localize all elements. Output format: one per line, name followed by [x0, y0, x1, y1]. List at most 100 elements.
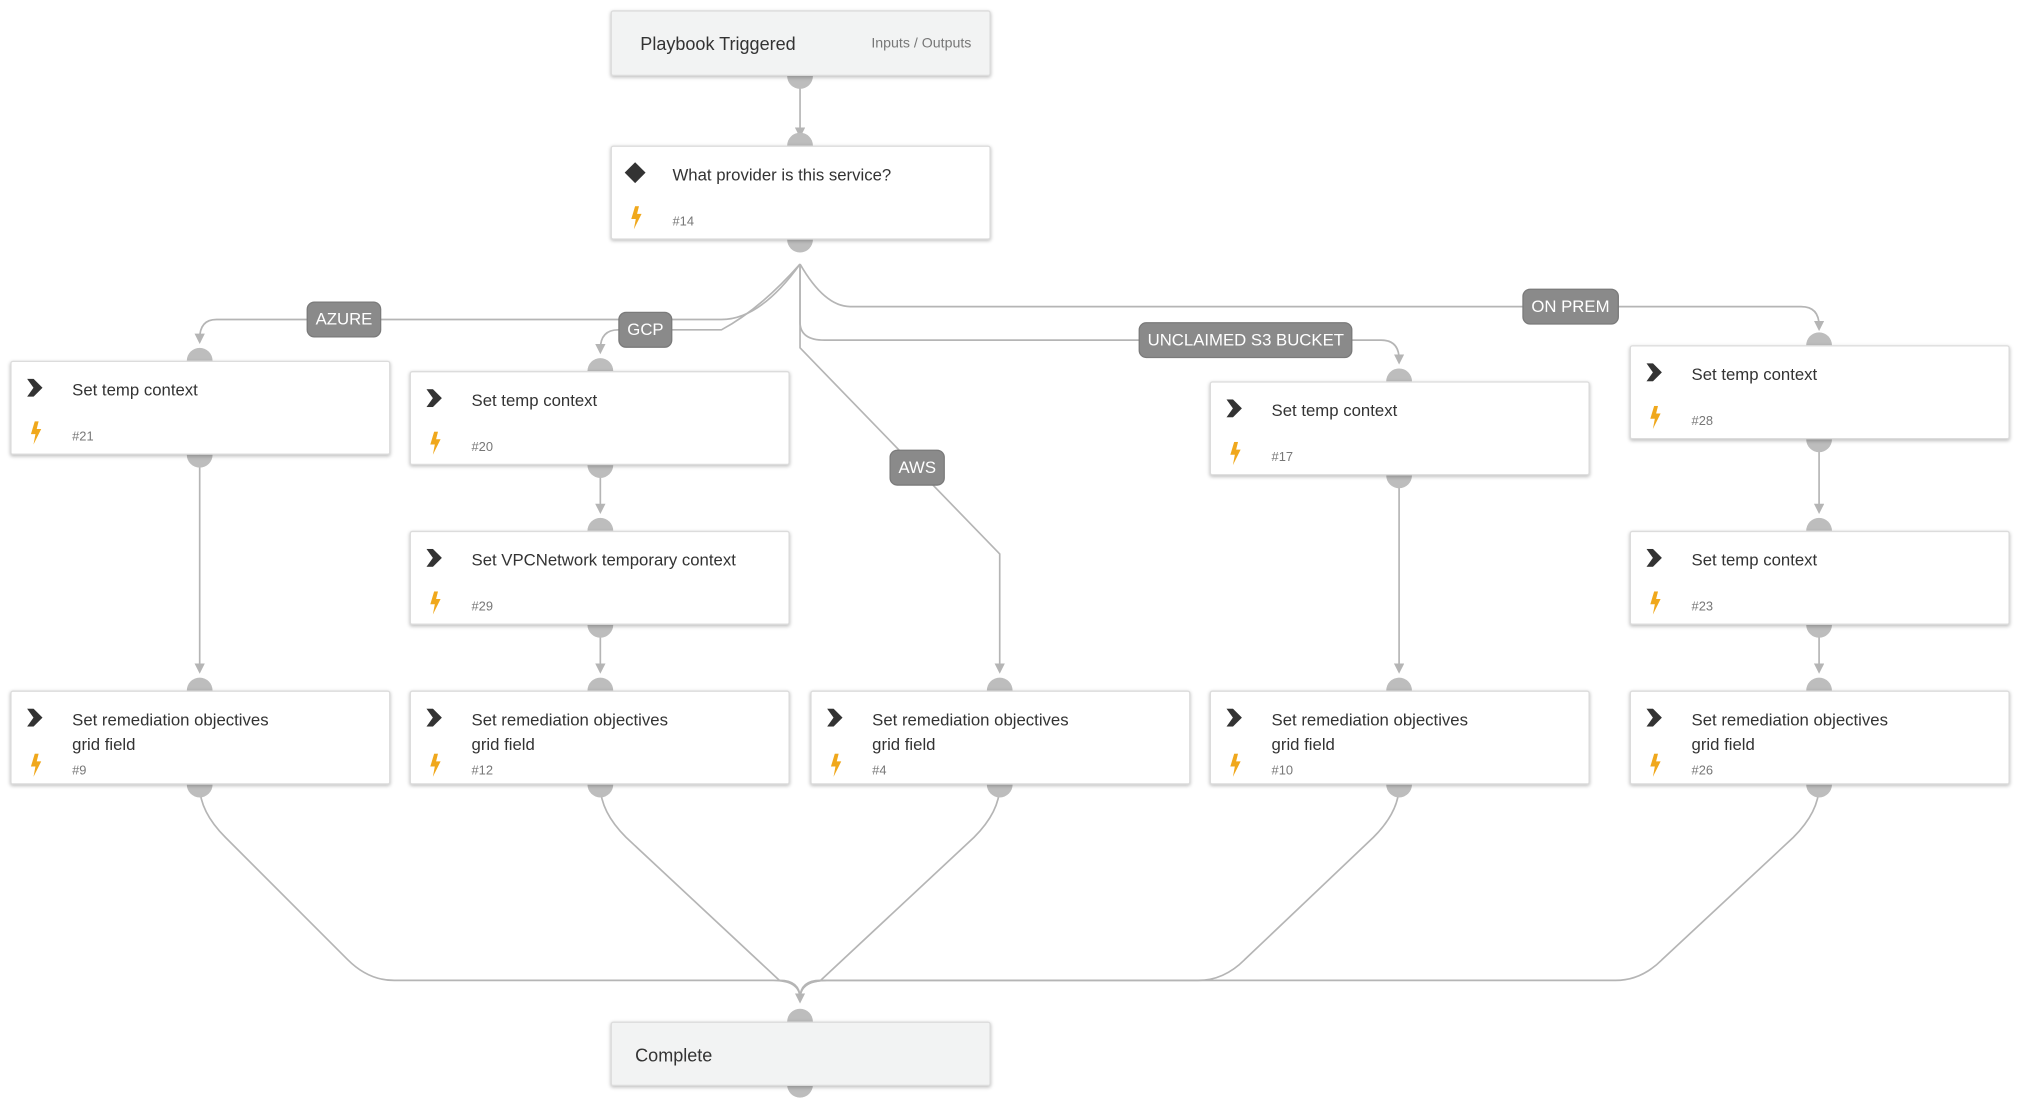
port-17-in [1386, 368, 1412, 382]
chevron-right-icon [1226, 708, 1242, 727]
bolt-icon [430, 753, 441, 777]
branch-label-on-prem[interactable]: ON PREM [1522, 288, 1619, 325]
bolt-icon [430, 591, 441, 615]
port-23-out [1806, 624, 1832, 638]
bolt-icon [430, 431, 441, 455]
bolt-icon [30, 753, 42, 777]
task-title: Set temp context [1691, 364, 1818, 384]
condition-node-14[interactable]: What provider is this service? #14 [610, 145, 991, 240]
task-node-29[interactable]: Set VPCNetwork temporary context #29 [409, 530, 790, 625]
port-21-in [186, 347, 213, 361]
port-29-in [587, 517, 614, 531]
chevron-right-icon [426, 548, 442, 567]
task-node-28[interactable]: Set temp context #28 [1629, 345, 2010, 440]
task-id: #28 [1691, 414, 1714, 430]
chevron-right-icon [27, 378, 43, 397]
task-title: Set remediation objectives grid field [72, 709, 269, 754]
bolt-icon [1230, 753, 1241, 777]
task-title: Set remediation objectives grid field [471, 709, 668, 754]
port-cond-in [787, 132, 813, 146]
task-title: Set temp context [471, 390, 598, 410]
port-12-in [587, 677, 614, 691]
task-id: #10 [1271, 763, 1294, 779]
port-17-out [1386, 475, 1412, 489]
task-id: #21 [72, 430, 94, 445]
chevron-right-icon [426, 389, 442, 408]
condition-title: What provider is this service? [672, 164, 892, 185]
task-node-20[interactable]: Set temp context #20 [409, 371, 790, 466]
edge-gcp [595, 263, 801, 355]
bolt-icon [1230, 441, 1241, 466]
edge-26-complete [799, 785, 1820, 999]
complete-node[interactable]: Complete [610, 1021, 991, 1087]
task-title: Set temp context [72, 380, 198, 400]
bolt-icon [1650, 753, 1661, 777]
chevron-right-icon [1646, 363, 1662, 382]
port-9-in [186, 677, 213, 691]
branch-label-aws[interactable]: AWS [889, 449, 946, 486]
branch-label-azure[interactable]: AZURE [306, 301, 382, 338]
port-complete-out [787, 1084, 813, 1098]
task-title: Set temp context [1271, 400, 1398, 420]
edge-9-complete [198, 785, 806, 1004]
diamond-condition-icon [624, 162, 646, 184]
port-28-in [1806, 332, 1832, 346]
chevron-right-icon [827, 708, 843, 727]
port-10-in [1386, 677, 1412, 691]
task-node-12[interactable]: Set remediation objectives grid field #1… [409, 690, 790, 785]
bolt-icon [1650, 591, 1661, 615]
port-cond-out [787, 239, 813, 253]
task-id: #4 [872, 763, 887, 779]
port-start-out [787, 76, 813, 89]
edge-4-complete [799, 785, 1001, 999]
chevron-right-icon [426, 708, 442, 727]
branch-label-unclaimed-s3[interactable]: UNCLAIMED S3 BUCKET [1138, 322, 1353, 359]
port-20-out [587, 465, 614, 478]
task-title: Set VPCNetwork temporary context [471, 550, 736, 570]
port-4-in [986, 677, 1013, 691]
bolt-icon [30, 421, 42, 445]
port-29-out [587, 624, 614, 638]
edge-onprem [799, 263, 1825, 332]
start-node-title: Playbook Triggered [640, 33, 796, 55]
port-26-in [1806, 677, 1832, 691]
task-title: Set remediation objectives grid field [1271, 709, 1468, 754]
chevron-right-icon [1646, 708, 1662, 727]
port-10-out [1386, 784, 1412, 798]
bolt-icon [1650, 405, 1661, 430]
task-title: Set temp context [1691, 550, 1818, 570]
task-node-9[interactable]: Set remediation objectives grid field #9 [10, 690, 391, 785]
task-node-23[interactable]: Set temp context #23 [1629, 530, 2010, 625]
edge-azure [194, 263, 801, 344]
task-node-26[interactable]: Set remediation objectives grid field #2… [1629, 690, 2010, 785]
edge-12-complete [599, 785, 801, 999]
complete-node-title: Complete [635, 1044, 713, 1066]
task-id: #17 [1271, 450, 1294, 466]
start-node[interactable]: Playbook Triggered Inputs / Outputs [610, 10, 991, 77]
task-node-10[interactable]: Set remediation objectives grid field #1… [1209, 690, 1590, 785]
task-id: #20 [471, 440, 494, 455]
port-12-out [587, 784, 614, 798]
task-node-17[interactable]: Set temp context #17 [1209, 381, 1590, 476]
edge-10-complete [799, 785, 1400, 999]
task-node-4[interactable]: Set remediation objectives grid field #4 [810, 690, 1191, 785]
chevron-right-icon [1646, 548, 1662, 567]
port-complete-in [787, 1008, 813, 1022]
port-21-out [186, 454, 213, 468]
task-id: #9 [72, 763, 87, 779]
port-20-in [587, 358, 614, 372]
inputs-outputs-link[interactable]: Inputs / Outputs [871, 36, 972, 52]
chevron-right-icon [27, 708, 43, 727]
task-node-21[interactable]: Set temp context #21 [10, 360, 391, 455]
task-id: #12 [471, 763, 494, 779]
port-4-out [986, 784, 1013, 798]
edge-s3 [799, 264, 1405, 365]
port-23-in [1806, 517, 1832, 531]
task-id: #14 [672, 215, 694, 230]
task-title: Set remediation objectives grid field [1691, 709, 1888, 754]
bolt-icon [631, 206, 642, 230]
port-9-out [186, 784, 213, 798]
branch-label-gcp[interactable]: GCP [618, 311, 673, 348]
task-id: #29 [471, 600, 494, 615]
